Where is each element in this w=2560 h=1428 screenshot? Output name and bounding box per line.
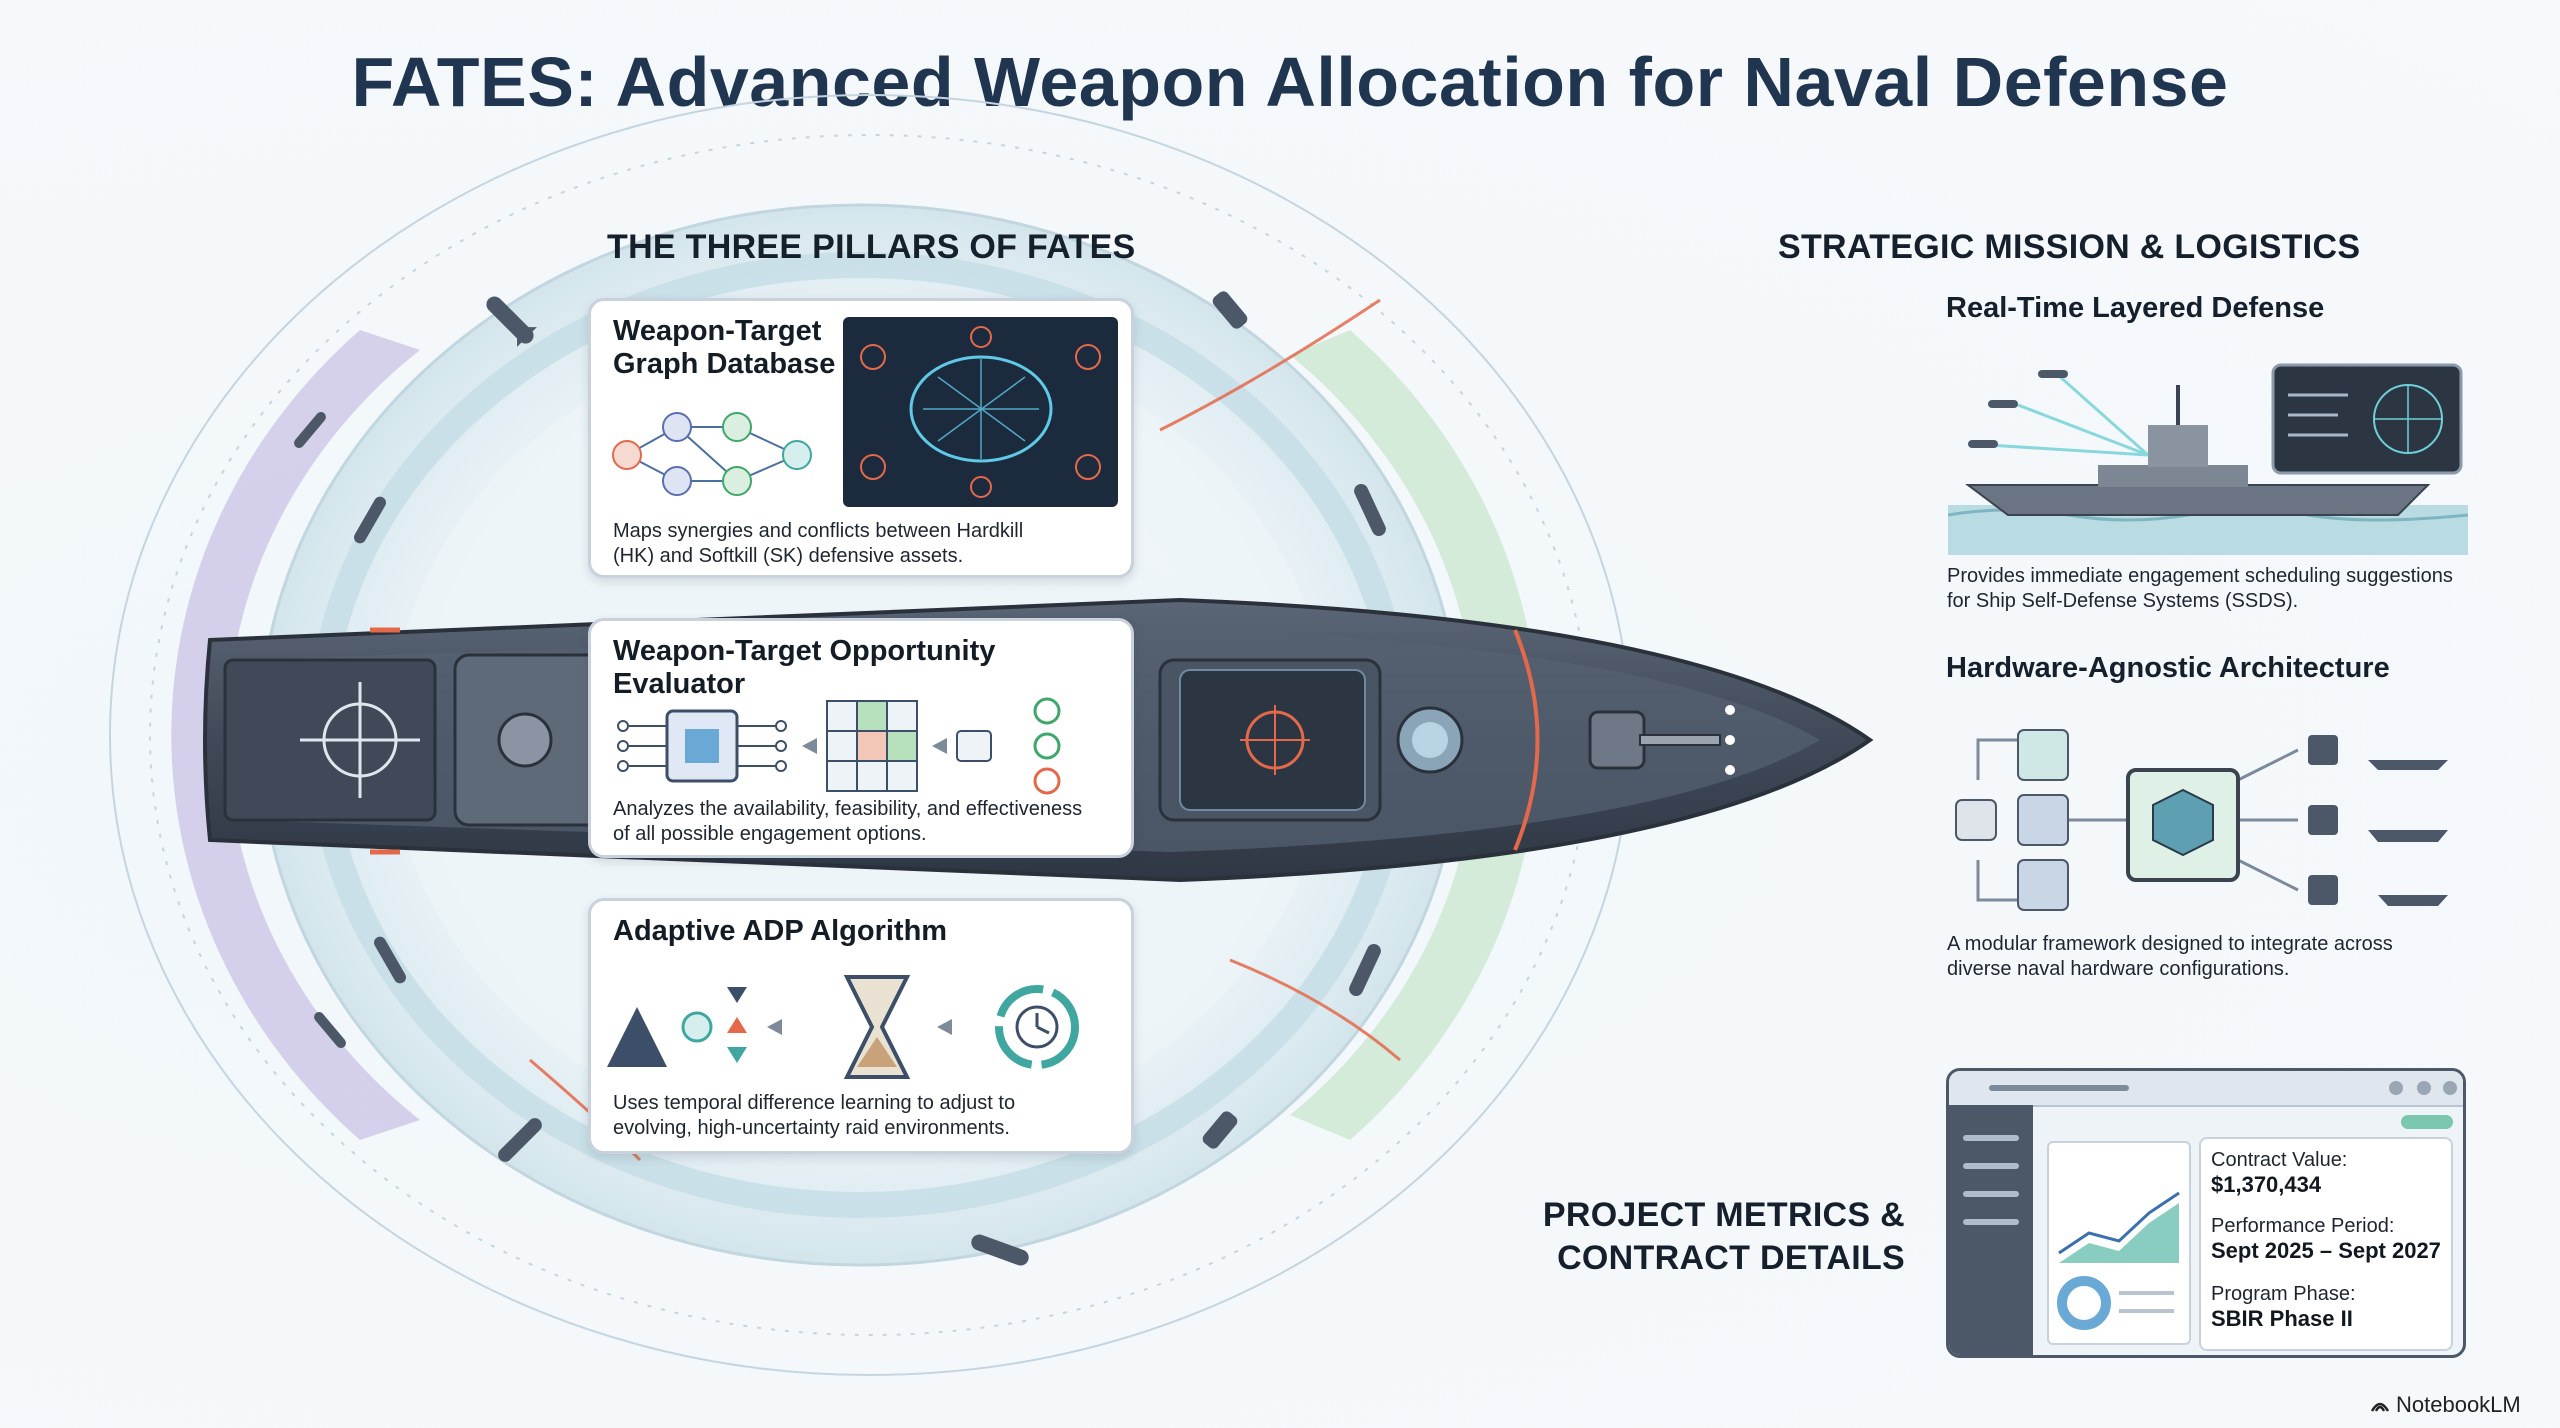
pillar-title-line2: Graph Database bbox=[613, 348, 836, 380]
metrics-heading-line2: CONTRACT DETAILS bbox=[1557, 1239, 1905, 1277]
pillar-card-opportunity-evaluator: Weapon-Target Opportunity Evaluator Anal… bbox=[588, 618, 1134, 858]
pillar-desc-line2: (HK) and Softkill (SK) defensive assets. bbox=[613, 545, 964, 567]
metrics-dashboard: Contract Value: $1,370,434 Performance P… bbox=[1946, 1068, 2466, 1358]
metric-value: Sept 2025 – Sept 2027 bbox=[2211, 1238, 2441, 1263]
dashboard-chart-panel bbox=[2047, 1141, 2191, 1345]
pillar-desc-line1: Maps synergies and conflicts between Har… bbox=[613, 520, 1024, 542]
strategic-desc-line2: diverse naval hardware configurations. bbox=[1947, 958, 2290, 980]
strategic-desc-line1: A modular framework designed to integrat… bbox=[1947, 933, 2393, 955]
brain-network-icon bbox=[843, 317, 1118, 507]
dashboard-titlebar bbox=[1949, 1071, 2463, 1107]
hourglass-cycle-icon bbox=[607, 975, 1079, 1079]
status-badge bbox=[2401, 1115, 2453, 1129]
chip-matrix-icon bbox=[617, 697, 1061, 795]
incoming-missiles bbox=[294, 291, 1386, 1266]
strategic-desc-line1: Provides immediate engagement scheduling… bbox=[1947, 565, 2453, 587]
strategic-desc-line2: for Ship Self-Defense Systems (SSDS). bbox=[1947, 590, 2299, 612]
trend-chart-icon bbox=[2057, 1191, 2180, 1330]
modular-processor-icon bbox=[1955, 729, 2448, 911]
pillar-description: Analyzes the availability, feasibility, … bbox=[613, 797, 1123, 847]
notebooklm-brand: NotebookLM bbox=[2370, 1392, 2521, 1418]
pillar-description: Maps synergies and conflicts between Har… bbox=[613, 519, 1123, 569]
strategic-desc-layered-defense: Provides immediate engagement scheduling… bbox=[1947, 564, 2453, 614]
pillar-title: Weapon-Target Opportunity Evaluator bbox=[613, 635, 996, 700]
weapon-target-graph-icon bbox=[612, 412, 812, 496]
contract-details-panel: Contract Value: $1,370,434 Performance P… bbox=[2199, 1137, 2453, 1351]
dashboard-sidebar bbox=[1949, 1105, 2033, 1355]
strategic-desc-hardware-agnostic: A modular framework designed to integrat… bbox=[1947, 932, 2393, 982]
window-control-icon bbox=[2443, 1081, 2457, 1095]
metric-program-phase: Program Phase: SBIR Phase II bbox=[2211, 1283, 2356, 1332]
pillar-title: Adaptive ADP Algorithm bbox=[613, 915, 948, 947]
metric-label: Contract Value: bbox=[2211, 1149, 2348, 1171]
strategic-heading: STRATEGIC MISSION & LOGISTICS bbox=[1778, 228, 2361, 266]
page-title: FATES: Advanced Weapon Allocation for Na… bbox=[351, 43, 2229, 121]
pillar-desc-line1: Analyzes the availability, feasibility, … bbox=[613, 798, 1083, 820]
pillar-desc-line2: of all possible engagement options. bbox=[613, 823, 927, 845]
warship-radar-icon bbox=[1948, 363, 2468, 555]
metrics-heading-line1: PROJECT METRICS & bbox=[1542, 1196, 1905, 1234]
metric-performance-period: Performance Period: Sept 2025 – Sept 202… bbox=[2211, 1215, 2441, 1264]
pillars-heading: THE THREE PILLARS OF FATES bbox=[607, 228, 1136, 266]
strategic-title-hardware-agnostic: Hardware-Agnostic Architecture bbox=[1946, 652, 2390, 684]
pillar-desc-line1: Uses temporal difference learning to adj… bbox=[613, 1092, 1016, 1114]
pillar-title-line1: Weapon-Target bbox=[613, 315, 822, 347]
purple-arc-band bbox=[171, 330, 420, 1140]
metric-label: Program Phase: bbox=[2211, 1283, 2356, 1305]
pillar-title: Weapon-Target Graph Database bbox=[613, 315, 835, 381]
pillar-card-graph-database: Weapon-Target Graph Database Maps synerg… bbox=[588, 298, 1134, 578]
pillar-description: Uses temporal difference learning to adj… bbox=[613, 1091, 1123, 1141]
metric-label: Performance Period: bbox=[2211, 1215, 2395, 1237]
notebooklm-logo-icon bbox=[2370, 1402, 2390, 1412]
pillar-card-adp-algorithm: Adaptive ADP Algorithm Uses temporal dif… bbox=[588, 898, 1134, 1154]
pillar-desc-line2: evolving, high-uncertainty raid environm… bbox=[613, 1117, 1010, 1139]
metric-contract-value: Contract Value: $1,370,434 bbox=[2211, 1149, 2347, 1198]
brand-label: NotebookLM bbox=[2396, 1392, 2521, 1417]
window-control-icon bbox=[2417, 1081, 2431, 1095]
metrics-heading: PROJECT METRICS & CONTRACT DETAILS bbox=[1540, 1194, 1905, 1280]
window-control-icon bbox=[2389, 1081, 2403, 1095]
strategic-title-layered-defense: Real-Time Layered Defense bbox=[1946, 292, 2325, 324]
helipad-crosshair-icon bbox=[300, 682, 420, 798]
green-arc-band bbox=[1290, 330, 1539, 1140]
metric-value: $1,370,434 bbox=[2211, 1172, 2322, 1197]
metric-value: SBIR Phase II bbox=[2211, 1306, 2353, 1331]
